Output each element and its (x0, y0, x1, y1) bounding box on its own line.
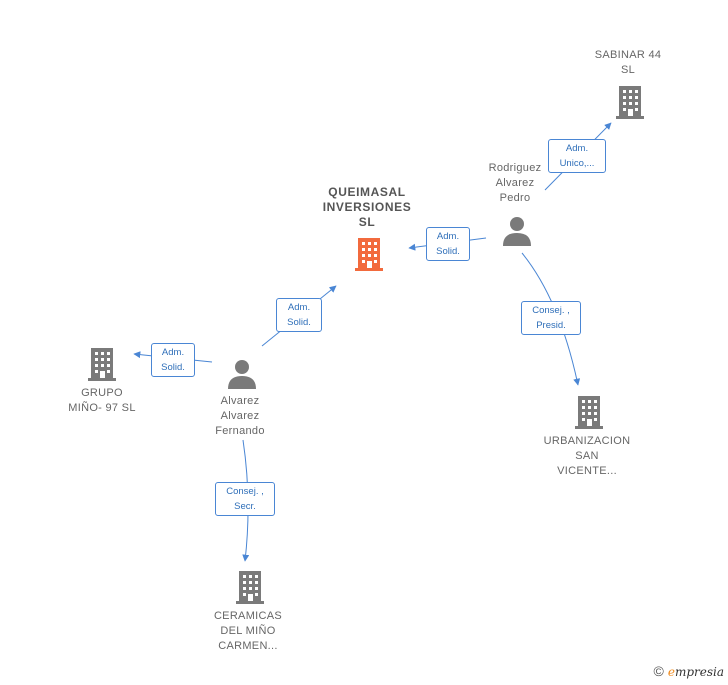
company-node-sabinar[interactable]: SABINAR 44 SL (580, 48, 676, 78)
brand-footer[interactable]: ©empresia (654, 663, 725, 679)
relation-label-rodriguez-sabinar[interactable]: Adm. Unico,... (548, 139, 606, 173)
relation-role: Unico,... (559, 158, 595, 169)
building-icon[interactable] (614, 84, 646, 120)
company-name-line: SAN (575, 450, 599, 462)
building-icon[interactable] (86, 346, 118, 382)
company-name-line: SL (620, 64, 636, 76)
relation-role: Solid. (287, 317, 311, 328)
person-name-line: Alvarez (495, 177, 535, 189)
brand-name: mpresia (674, 665, 724, 679)
person-name-line: Alvarez (220, 410, 260, 422)
company-name-line: INVERSIONES (322, 200, 412, 214)
person-icon[interactable] (226, 358, 258, 390)
relation-label-rodriguez-queimasal[interactable]: Adm. Solid. (426, 227, 470, 261)
company-node-ceramicas[interactable]: CERAMICAS DEL MIÑO CARMEN... (198, 609, 298, 654)
relation-role: Consej. , (226, 486, 264, 497)
company-name-line: CARMEN... (218, 640, 278, 652)
relation-label-alvarez-ceramicas[interactable]: Consej. , Secr. (215, 482, 275, 516)
person-name-line: Fernando (215, 425, 265, 437)
relation-role: Secr. (234, 501, 256, 512)
company-name-line: SABINAR 44 (594, 49, 662, 61)
company-name-line: CERAMICAS (213, 610, 283, 622)
building-icon[interactable] (573, 394, 605, 430)
person-node-rodriguez[interactable]: Rodriguez Alvarez Pedro (470, 161, 560, 206)
person-name-line: Alvarez (220, 395, 260, 407)
relation-role: Adm. (161, 347, 185, 358)
person-icon[interactable] (501, 215, 533, 247)
relation-label-rodriguez-urbanizacion[interactable]: Consej. , Presid. (521, 301, 581, 335)
company-name-line: QUEIMASAL (328, 185, 406, 199)
relation-role: Adm. (565, 143, 589, 154)
brand-initial: e (667, 665, 675, 679)
relation-role: Solid. (436, 246, 460, 257)
person-name-line: Pedro (499, 192, 531, 204)
company-node-queimasal[interactable]: QUEIMASAL INVERSIONES SL (306, 185, 428, 230)
building-icon[interactable] (234, 569, 266, 605)
company-name-line: URBANIZACION (543, 435, 631, 447)
company-name-line: SL (358, 215, 376, 229)
company-node-urbanizacion[interactable]: URBANIZACION SAN VICENTE... (531, 434, 643, 479)
relation-role: Adm. (287, 302, 311, 313)
brand-logo: empresia (668, 665, 724, 679)
building-icon[interactable] (353, 236, 385, 272)
company-name-line: GRUPO (81, 387, 123, 399)
relation-role: Presid. (536, 320, 566, 331)
company-name-line: MIÑO- 97 SL (68, 402, 136, 414)
relation-label-alvarez-grupo[interactable]: Adm. Solid. (151, 343, 195, 377)
person-node-alvarez[interactable]: Alvarez Alvarez Fernando (195, 394, 285, 439)
company-node-grupo-mino[interactable]: GRUPO MIÑO- 97 SL (52, 386, 152, 416)
relation-role: Consej. , (532, 305, 570, 316)
company-name-line: DEL MIÑO (220, 625, 276, 637)
person-name-line: Rodriguez (488, 162, 542, 174)
company-name-line: VICENTE... (557, 465, 617, 477)
copyright-icon: © (653, 663, 664, 679)
relation-label-alvarez-queimasal[interactable]: Adm. Solid. (276, 298, 322, 332)
relation-role: Solid. (161, 362, 185, 373)
relation-role: Adm. (436, 231, 460, 242)
